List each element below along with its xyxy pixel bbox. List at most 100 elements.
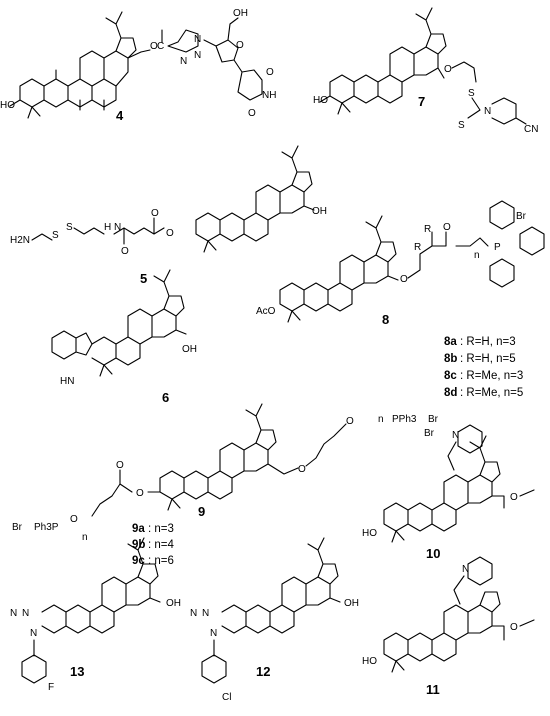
- compound-13-f: F: [48, 682, 54, 693]
- variant-8c-desc: : R=Me, n=3: [460, 370, 523, 382]
- compound-10-n: N: [452, 430, 459, 441]
- compound-6: HN OH 6: [51, 269, 197, 405]
- compound-9-o-left: O: [116, 460, 124, 471]
- variant-9a-desc: : n=3: [148, 523, 174, 535]
- compound-4-ester-o: O: [150, 41, 158, 52]
- compound-5-s1: S: [52, 230, 59, 241]
- variant-8c-id: 8c: [444, 370, 457, 382]
- compound-6-label: 6: [162, 390, 169, 405]
- compound-13-label: 13: [70, 664, 84, 679]
- compound-7-label: 7: [418, 94, 425, 109]
- compound-8-aco: AcO: [256, 306, 276, 317]
- compound-13: N N N OH F 13: [10, 537, 181, 693]
- compound-13-n2: N: [22, 608, 29, 619]
- compound-10: Br N O HO 10: [362, 424, 535, 561]
- compound-8: AcO O R R O n P Br 8: [256, 200, 545, 327]
- variant-8a-id: 8a: [444, 336, 457, 348]
- compound-11: N O HO 11: [362, 556, 535, 697]
- compound-12-oh: OH: [344, 598, 359, 609]
- compound-10-oh: HO: [362, 528, 377, 539]
- variant-8b-id: 8b: [444, 353, 457, 365]
- variant-9c-id: 9c: [132, 555, 145, 567]
- compound-8-o1: O: [400, 274, 408, 285]
- compound-8-p: P: [494, 242, 501, 253]
- variant-9c: 9c : n=6: [132, 555, 174, 567]
- compound-7-s2: S: [458, 120, 465, 131]
- compound-11-oh: HO: [362, 656, 377, 667]
- compound-9-n-top: n: [378, 414, 384, 425]
- compound-7-pip-n: N: [484, 106, 491, 117]
- compound-5: H2N S S H N O O O OH 5: [10, 145, 327, 286]
- variants-9-list: 9a : n=3 9b : n=4 9c : n=6: [132, 523, 175, 567]
- variant-8c: 8c : R=Me, n=3: [444, 370, 523, 382]
- compound-8-br: Br: [516, 211, 527, 222]
- compound-9-ester-o-left: O: [136, 488, 144, 499]
- variant-8b-desc: : R=H, n=5: [460, 353, 516, 365]
- compound-7-hydroxyl: HO: [313, 95, 328, 106]
- compound-5-s2: S: [66, 222, 73, 233]
- variant-9c-desc: : n=6: [148, 555, 174, 567]
- compound-9-left-o: O: [70, 514, 78, 525]
- compound-13-oh: OH: [166, 598, 181, 609]
- compound-5-amide-nh: H N: [104, 222, 121, 233]
- compound-9-br-top: Br: [428, 414, 439, 425]
- compound-12: N N N OH Cl 12: [190, 537, 359, 703]
- compound-10-br: Br: [424, 428, 435, 439]
- compound-13-n3: N: [30, 628, 37, 639]
- compound-11-label: 11: [426, 682, 440, 697]
- compound-12-cl: Cl: [222, 692, 231, 703]
- compound-11-n: N: [462, 564, 469, 575]
- compound-13-n1: N: [10, 608, 17, 619]
- variants-8-list: 8a : R=H, n=3 8b : R=H, n=5 8c : R=Me, n…: [444, 336, 523, 399]
- variant-8b: 8b : R=H, n=5: [444, 353, 516, 365]
- compound-6-nh: HN: [60, 376, 74, 387]
- compound-9-n-left: n: [82, 532, 88, 543]
- variant-9a-id: 9a: [132, 523, 145, 535]
- compound-9-label: 9: [198, 504, 205, 519]
- variant-8a-desc: : R=H, n=3: [460, 336, 516, 348]
- compound-4-triazole-n2: N: [194, 50, 201, 61]
- compound-4-label: 4: [116, 108, 124, 123]
- compound-5-o1: O: [121, 246, 129, 257]
- compound-8-label: 8: [382, 312, 389, 327]
- compound-7: HO O S S N CN 7: [313, 7, 538, 135]
- compound-10-ester: O: [510, 492, 518, 503]
- compound-5-o2: O: [151, 208, 159, 219]
- compound-12-n1: N: [190, 608, 197, 619]
- compound-4-uracil-o: O: [248, 108, 256, 119]
- compound-7-nitrile: CN: [524, 124, 538, 135]
- compound-9-pph3-left: Ph3P: [34, 522, 59, 533]
- compound-4-uracil-o2: O: [266, 67, 274, 78]
- compound-9-br-left: Br: [12, 522, 23, 533]
- compound-4-uracil-nh: NH: [262, 90, 276, 101]
- compound-4-hydroxyl: HO: [0, 100, 15, 111]
- compound-9-ester-o-right: O: [298, 464, 306, 475]
- variant-8a: 8a : R=H, n=3: [444, 336, 516, 348]
- compound-8-r1: R: [414, 242, 421, 253]
- compound-9: O O PPh3 Br n O O O Br Ph3P n 9: [12, 403, 439, 543]
- variant-8d: 8d : R=Me, n=5: [444, 387, 523, 399]
- compound-5-label: 5: [140, 271, 147, 286]
- compound-4-triazole-n1: N: [194, 34, 201, 45]
- compound-4-carbonyl: C: [157, 41, 164, 52]
- compound-12-label: 12: [256, 664, 270, 679]
- compound-8-n: n: [474, 250, 480, 261]
- compound-10-label: 10: [426, 546, 440, 561]
- variant-9b-desc: : n=4: [148, 539, 175, 551]
- variant-8d-id: 8d: [444, 387, 457, 399]
- compound-12-n3: N: [210, 628, 217, 639]
- compound-12-n2: N: [202, 608, 209, 619]
- compound-9-pph3-top: PPh3: [392, 414, 417, 425]
- compound-5-amine: H2N: [10, 235, 30, 246]
- compound-4-sugar-oh: OH: [233, 8, 248, 19]
- variant-9a: 9a : n=3: [132, 523, 174, 535]
- compound-7-ester-o: O: [444, 64, 452, 75]
- compound-8-o2: O: [443, 222, 451, 233]
- compound-5-ester-o: O: [166, 228, 174, 239]
- compound-4-triazole-n3: N: [180, 56, 187, 67]
- compound-6-oh: OH: [182, 344, 197, 355]
- compound-4: HO O C N N N O OH NH O O 4: [0, 8, 276, 123]
- compound-7-s1: S: [468, 88, 475, 99]
- variant-8d-desc: : R=Me, n=5: [460, 387, 523, 399]
